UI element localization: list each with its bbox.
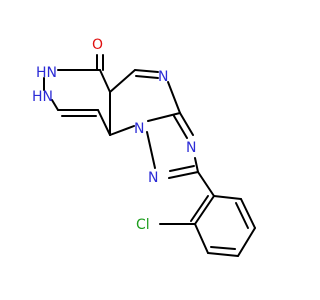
bond-pyr-2 (109, 69, 136, 93)
atom-labels: O HN HN N N N N Cl (32, 37, 196, 233)
atom-n-hydrazide: HN (36, 65, 57, 81)
bond-ph-1 (194, 195, 215, 225)
bond-ph-5-double (235, 202, 249, 229)
bond-ph-5 (240, 198, 256, 229)
bond-ph-4 (237, 227, 256, 257)
bond-ph-2 (194, 223, 209, 254)
bonds (43, 54, 256, 257)
bond-link-phenyl (197, 171, 215, 197)
atom-o-carbonyl: O (92, 37, 103, 53)
bond-tri-4 (146, 131, 156, 169)
atom-n-hydrazine: HN (32, 89, 53, 105)
bond-tri-3-double (169, 165, 195, 172)
atom-cl: Cl (136, 217, 150, 233)
atom-n-pyrimidine: N (158, 69, 168, 85)
bond-pyr-5 (147, 112, 181, 122)
bond-tri-2 (194, 157, 199, 173)
bond-pyr-6 (109, 125, 135, 136)
bond-pyr-4 (167, 81, 181, 114)
bond-ph-1-double (190, 195, 209, 222)
bond-pyr-3 (134, 69, 159, 73)
atom-n-triazole-right: N (186, 140, 196, 156)
atom-n-triazole-left: N (148, 170, 158, 186)
bond-pyr-3-double (135, 75, 159, 79)
bond-ring-fuse (99, 69, 111, 93)
bond-ph-3 (207, 252, 239, 257)
bond-tri-3 (168, 171, 199, 179)
molecule-diagram: O HN HN N N N N Cl (32, 37, 256, 257)
structure-svg: O HN HN N N N N Cl (32, 37, 256, 257)
bond-ph-3-double (210, 246, 236, 250)
bond-ch-fuse-low (97, 109, 111, 136)
atom-n-bridge: N (134, 121, 144, 137)
bond-ph-6 (213, 195, 242, 200)
bond-tri-1-double (173, 115, 188, 139)
bond-nh-ch (51, 99, 59, 111)
bond-tri-1 (179, 112, 194, 136)
